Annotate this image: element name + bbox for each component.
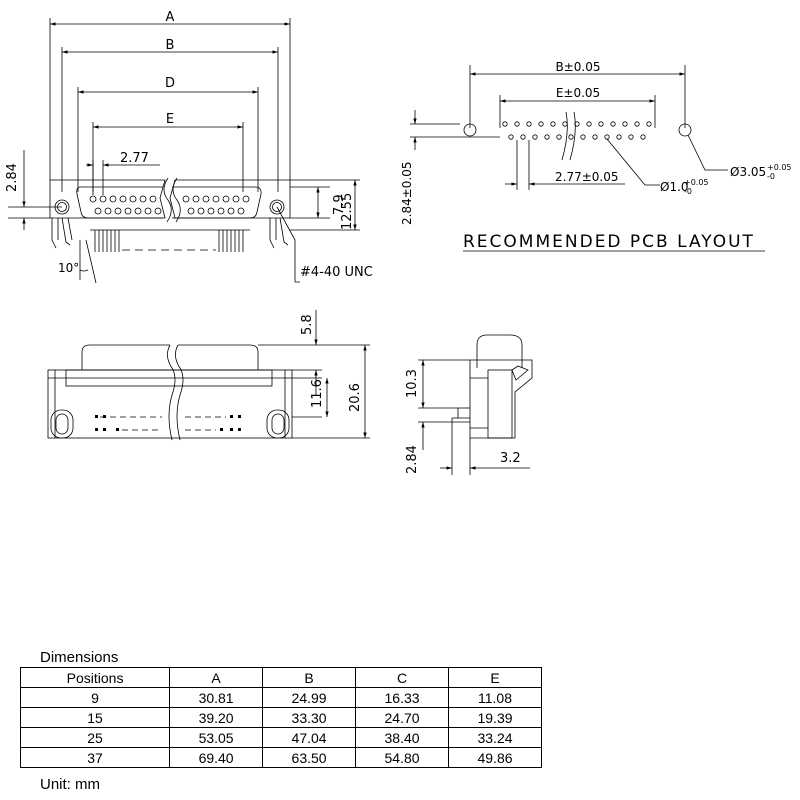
pcb-layout xyxy=(410,65,765,252)
table-header-cell: C xyxy=(355,667,450,688)
table-header-cell: Positions xyxy=(19,667,171,688)
table-cell: 54.80 xyxy=(355,747,450,768)
table-header-cell: A xyxy=(169,667,264,688)
side-dim-depth: 3.2 xyxy=(500,451,521,466)
table-header-row: Positions A B C E xyxy=(19,667,542,688)
table-cell: 24.70 xyxy=(355,707,450,728)
front-pins-row1 xyxy=(89,195,250,203)
table-cell: 24.99 xyxy=(262,687,357,708)
table-title: Dimensions xyxy=(40,649,119,666)
technical-drawing: A B D E 2.77 2.84 7.9 12.55 10° #4-40 UN… xyxy=(5,10,792,475)
table-cell: 11.08 xyxy=(448,687,542,708)
pcb-mount-hole-tol-plus: +0.05 xyxy=(767,163,792,172)
front-height-pin-rows: 7.9 xyxy=(332,194,347,215)
front-pins-row2 xyxy=(94,207,245,215)
pcb-mount-hole-tol-minus: -0 xyxy=(767,172,775,181)
pcb-pin-hole-tol-minus: -0 xyxy=(684,187,692,196)
pcb-layout-labels: B±0.05 E±0.05 2.84±0.05 2.77±0.05 Ø1.0 +… xyxy=(400,60,792,252)
pcb-dim-e: E±0.05 xyxy=(556,86,600,100)
side-view-labels: 10.3 2.84 3.2 xyxy=(405,369,521,474)
table-header-cell: E xyxy=(448,667,542,688)
side-dim-height: 10.3 xyxy=(405,369,420,398)
side-dim-pin: 2.84 xyxy=(405,445,420,474)
table-cell: 19.39 xyxy=(448,707,542,728)
front-pin-tails xyxy=(94,230,244,252)
top-dim-top: 5.8 xyxy=(300,314,315,335)
top-view xyxy=(47,310,370,441)
table-cell: 39.20 xyxy=(169,707,264,728)
table-cell: 38.40 xyxy=(355,727,450,748)
table-row: 15 39.20 33.30 24.70 19.39 xyxy=(19,707,542,728)
side-view xyxy=(418,334,533,475)
table-header-cell: B xyxy=(262,667,357,688)
front-dim-a: A xyxy=(166,10,175,25)
front-height-left: 2.84 xyxy=(5,163,20,192)
pcb-pin-hole-tol-plus: +0.05 xyxy=(684,178,709,187)
top-dim-total: 20.6 xyxy=(348,383,363,412)
table-cell: 33.24 xyxy=(448,727,542,748)
front-pitch: 2.77 xyxy=(120,151,149,166)
table-cell: 15 xyxy=(19,707,171,728)
unit-note: Unit: mm xyxy=(40,776,100,793)
pcb-layout-title: RECOMMENDED PCB LAYOUT xyxy=(463,232,755,252)
top-pin-dots xyxy=(95,415,241,431)
front-dim-e: E xyxy=(166,112,174,127)
top-view-labels: 5.8 11.6 20.6 xyxy=(300,314,363,412)
table-cell: 49.86 xyxy=(448,747,542,768)
table-cell: 33.30 xyxy=(262,707,357,728)
front-dim-d: D xyxy=(165,76,175,91)
table-cell: 47.04 xyxy=(262,727,357,748)
pcb-pin-hole: Ø1.0 xyxy=(660,180,689,194)
table-cell: 37 xyxy=(19,747,171,768)
table-cell: 16.33 xyxy=(355,687,450,708)
pcb-mount-hole: Ø3.05 xyxy=(730,165,766,179)
front-dim-b: B xyxy=(166,38,175,53)
pcb-pin-holes xyxy=(502,121,652,140)
table-cell: 25 xyxy=(19,727,171,748)
table-cell: 30.81 xyxy=(169,687,264,708)
front-height-total: 12.55 xyxy=(340,193,355,230)
table-cell: 53.05 xyxy=(169,727,264,748)
pcb-pitch: 2.77±0.05 xyxy=(555,170,619,184)
dimensions-table: Positions A B C E 9 30.81 24.99 16.33 11… xyxy=(19,667,542,768)
table-cell: 69.40 xyxy=(169,747,264,768)
front-view xyxy=(8,18,360,284)
table-cell: 63.50 xyxy=(262,747,357,768)
table-row: 9 30.81 24.99 16.33 11.08 xyxy=(19,687,542,708)
front-view-labels: A B D E 2.77 2.84 7.9 12.55 10° #4-40 UN… xyxy=(5,10,373,280)
table-row: 25 53.05 47.04 38.40 33.24 xyxy=(19,727,542,748)
table-row: 37 69.40 63.50 54.80 49.86 xyxy=(19,747,542,768)
front-screw: #4-40 UNC xyxy=(300,265,373,280)
table-cell: 9 xyxy=(19,687,171,708)
pcb-row-offset: 2.84±0.05 xyxy=(400,162,414,226)
pcb-dim-b: B±0.05 xyxy=(555,60,600,74)
top-dim-mid: 11.6 xyxy=(310,379,325,408)
front-angle: 10° xyxy=(58,261,79,275)
